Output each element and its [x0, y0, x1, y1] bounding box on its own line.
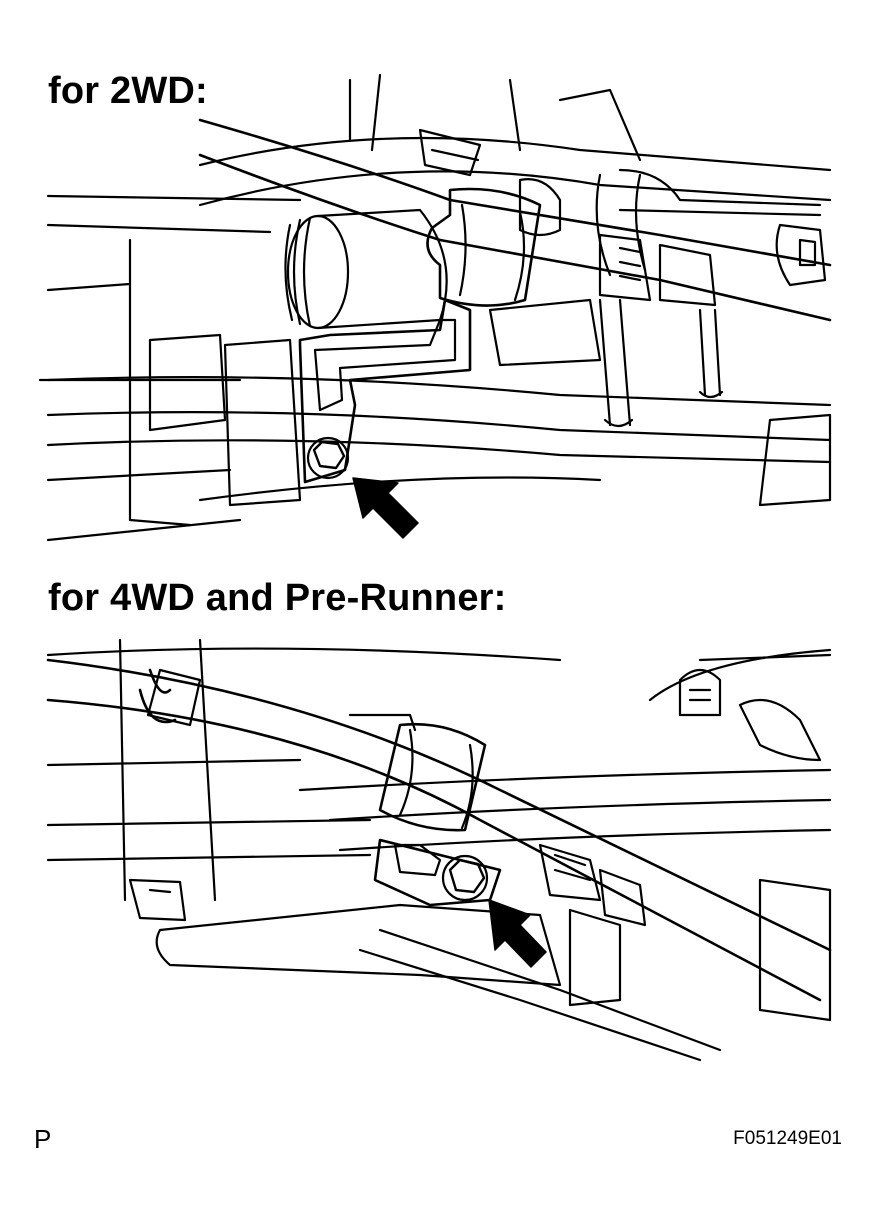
upper-tube: [198, 136, 832, 207]
hose-clamp: [378, 722, 487, 832]
footer-left-code: P: [34, 1124, 52, 1154]
brake-hose: [46, 658, 832, 1002]
lower-frame-rail: [155, 903, 562, 987]
hose-clamp: [426, 187, 542, 307]
brake-hose: [198, 118, 832, 322]
pointer-arrow-icon: [488, 899, 547, 968]
heading-4wd: for 4WD and Pre-Runner:: [48, 577, 507, 619]
figure-id: F051249E01: [733, 1128, 842, 1149]
frame-outline: [38, 194, 302, 542]
illustration-4wd: [46, 638, 832, 1062]
heading-2wd: for 2WD:: [48, 70, 208, 112]
pointer-arrow-icon: [352, 477, 419, 539]
hex-bolt-icon: [306, 436, 350, 480]
illustration-2wd: [38, 73, 832, 542]
hose-bracket: [298, 298, 472, 484]
leaf-spring: [46, 376, 832, 502]
hex-bolt-icon: [441, 854, 489, 902]
